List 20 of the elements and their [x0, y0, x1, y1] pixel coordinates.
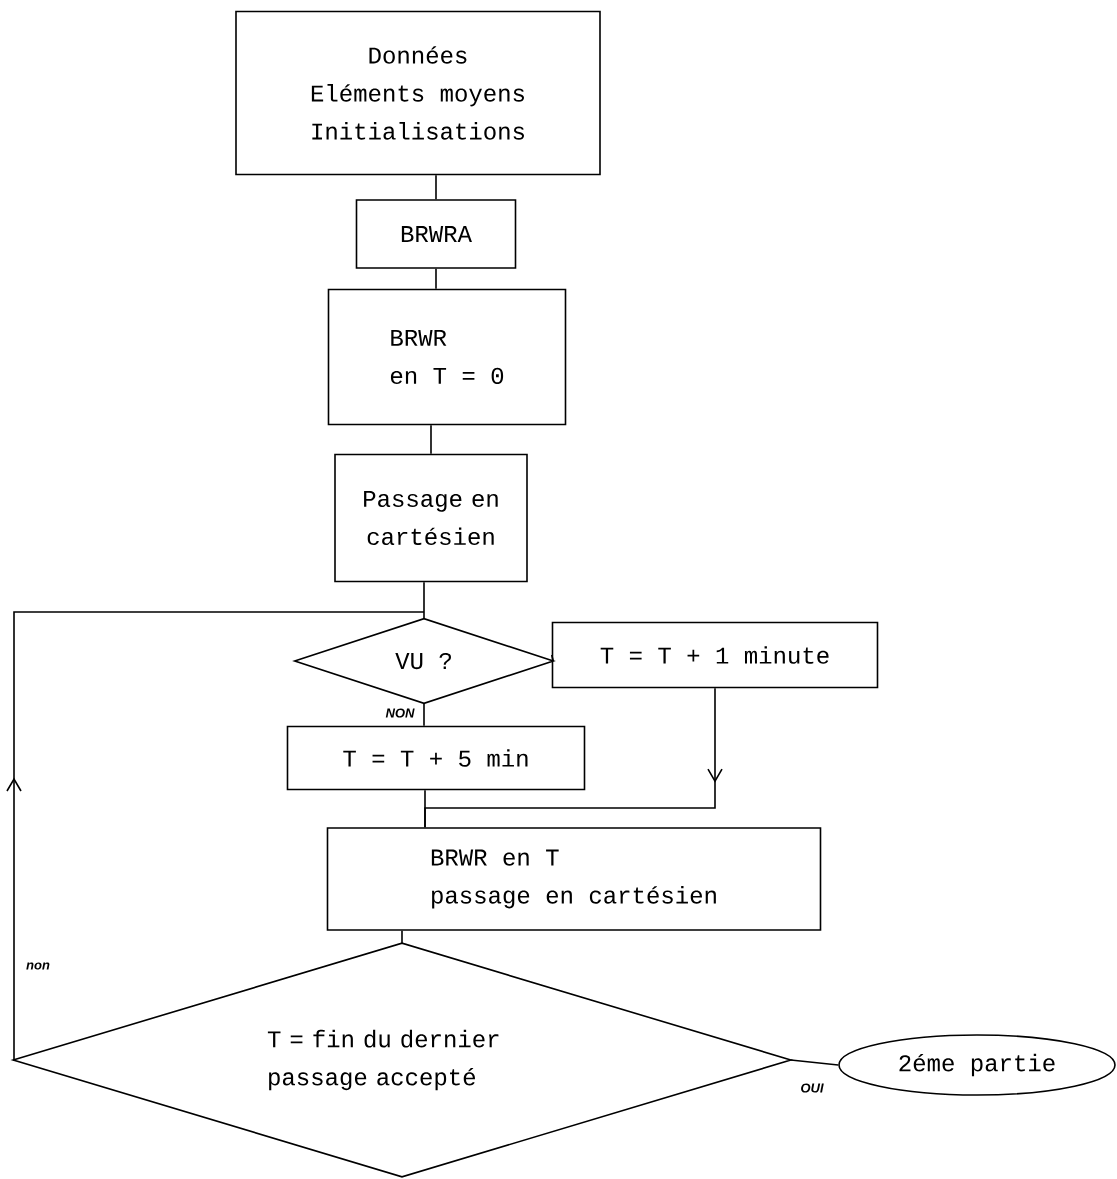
connector: [435, 174, 437, 200]
connector: [424, 789, 426, 828]
connector: [435, 268, 437, 290]
connector: [423, 702, 425, 727]
edge-label: OUI: [801, 1083, 824, 1093]
process-box: BRWRA: [355, 199, 517, 269]
process-box: T = T + 5 min: [286, 725, 586, 791]
edge-label: NON: [385, 708, 415, 718]
edge-label: non: [26, 962, 50, 970]
connector: [430, 424, 432, 455]
process-box: BRWR en T = 0: [327, 288, 567, 426]
process-box: T = T + 1 minute: [551, 621, 879, 689]
connector: [6, 611, 425, 1061]
process-box: Données Eléments moyens Initialisations: [235, 10, 601, 176]
connector: [550, 654, 555, 662]
process-box: BRWR en T passage en cartésien: [326, 827, 822, 931]
connector: [423, 581, 425, 620]
process-box: Passage en cartésien: [334, 453, 528, 583]
connector: [401, 930, 403, 944]
connector: [790, 1059, 839, 1066]
